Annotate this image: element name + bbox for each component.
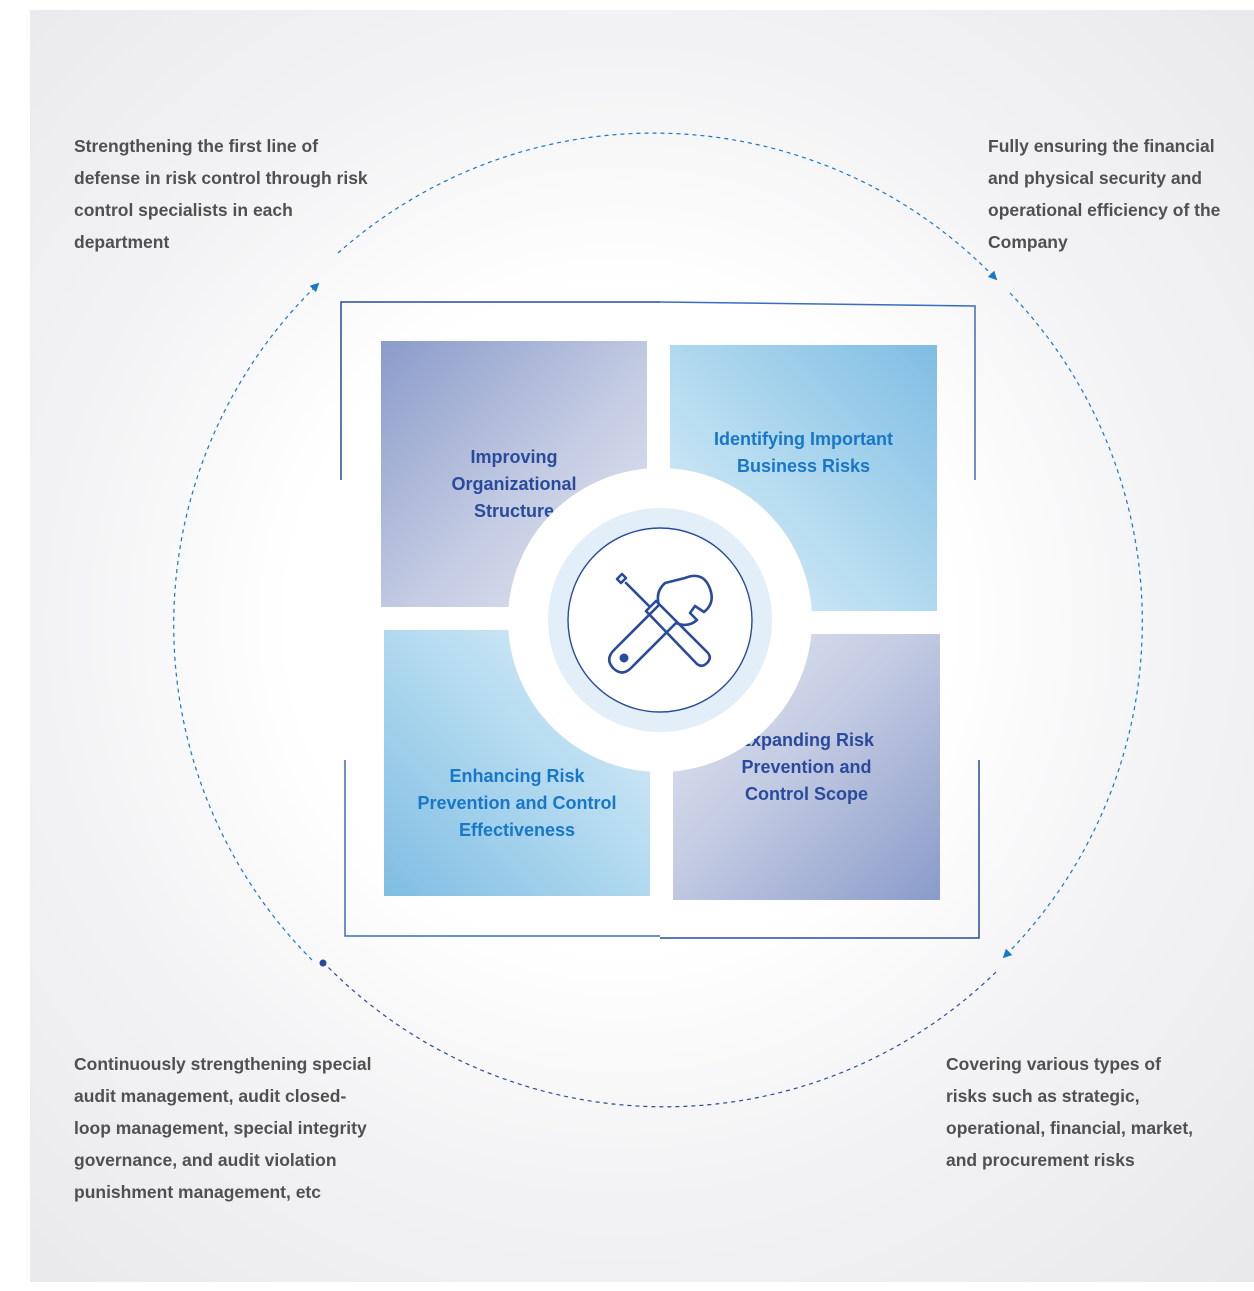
quadrant-label: Identifying Important Business Risks	[714, 429, 893, 476]
frame-top-right	[659, 301, 976, 480]
quadrant-business-risks: Identifying Important Business Risks	[670, 345, 937, 611]
quadrant-label: Enhancing Risk Prevention and Control Ef…	[417, 765, 617, 840]
frame-bottom-left	[344, 760, 660, 937]
arc-top	[337, 132, 998, 281]
quadrant-label: Improving Organizational Structure	[451, 446, 577, 521]
note-bottom-left: Continuously strengthening special audit…	[74, 1054, 372, 1202]
arc-bottom	[323, 962, 997, 1108]
quadrant-label: Expanding Risk Prevention and Control Sc…	[738, 729, 875, 804]
arc-right	[1002, 292, 1143, 959]
quadrant-organizational-structure: Improving Organizational Structure	[381, 341, 647, 607]
quadrant-control-scope: Expanding Risk Prevention and Control Sc…	[673, 634, 940, 900]
frame-bottom-right	[660, 760, 980, 939]
arc-left	[173, 282, 320, 961]
quadrant-control-effectiveness: Enhancing Risk Prevention and Control Ef…	[384, 630, 650, 896]
arc-start-dot	[319, 959, 327, 967]
note-top-right: Fully ensuring the financial and physica…	[988, 136, 1221, 252]
frame-top-left	[340, 301, 660, 480]
note-top-left: Strengthening the first line of defense …	[74, 136, 368, 252]
note-bottom-right: Covering various types of risks such as …	[946, 1054, 1194, 1170]
